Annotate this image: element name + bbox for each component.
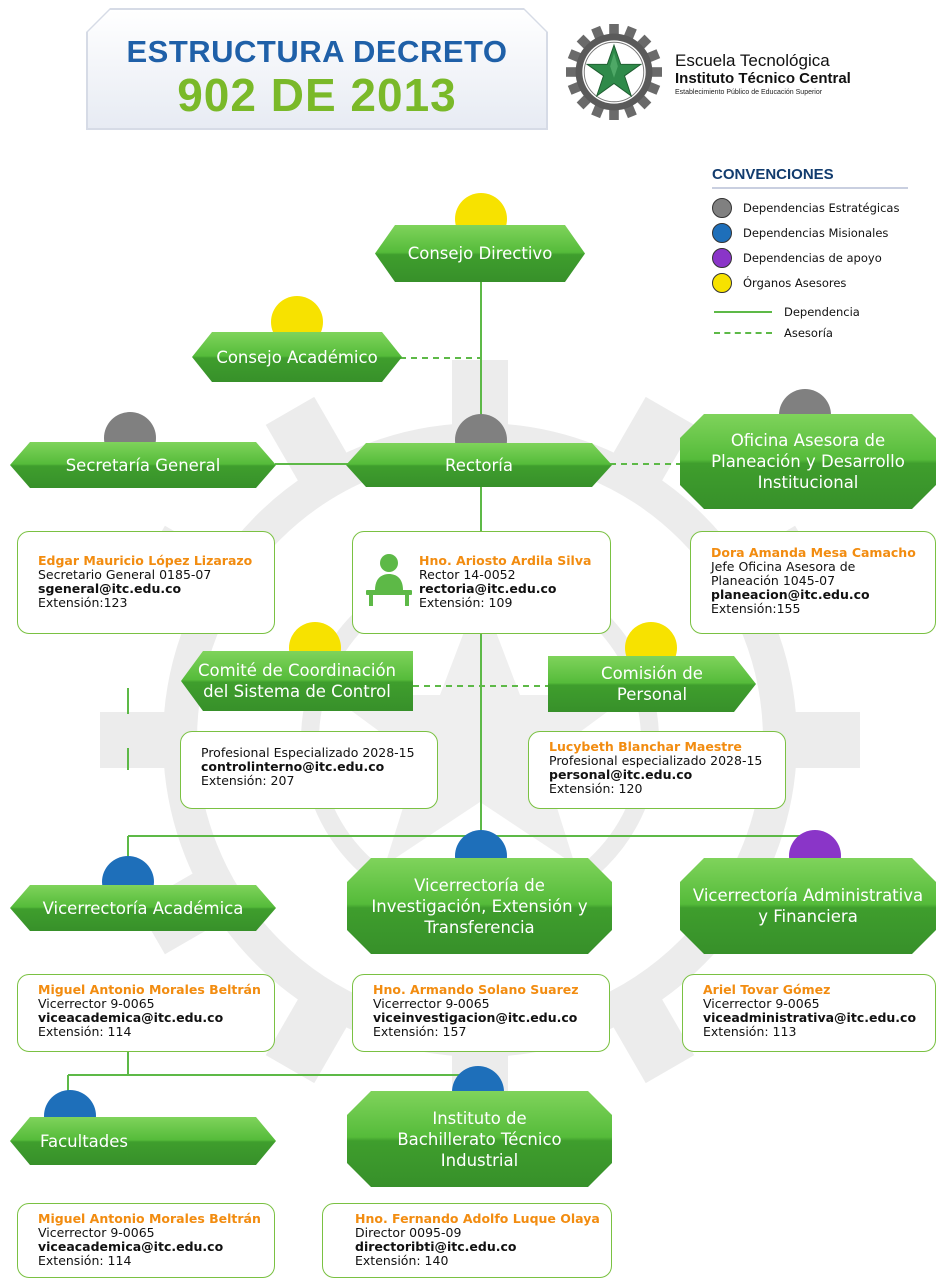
person-role: Vicerrector 9-0065 [373,996,490,1011]
person-role: Director 0095-09 [355,1225,462,1240]
legend: CONVENCIONES Dependencias Estratégicas D… [712,166,908,343]
gear-star-seal-icon [566,24,662,120]
email-link[interactable]: planeacion@itc.edu.co [711,587,870,602]
node-secretaria-general[interactable]: Secretaría General [10,442,276,488]
email-link[interactable]: directoribti@itc.edu.co [355,1239,517,1254]
info-box-control: Profesional Especializado 2028-15 contro… [180,731,438,809]
info-box-vice-administrativa: Ariel Tovar Gómez Vicerrector 9-0065 vic… [682,974,936,1052]
legend-title: CONVENCIONES [712,166,908,189]
person-role: Profesional especializado 2028-15 [549,753,763,768]
node-vice-academica[interactable]: Vicerrectoría Académica [10,885,276,931]
title-line-1: ESTRUCTURA DECRETO [126,34,508,69]
blue-circle-icon [712,222,732,243]
person-name: Ariel Tovar Gómez [703,982,831,997]
institution-name-block: Escuela Tecnológica Instituto Técnico Ce… [675,52,851,98]
title-banner: ESTRUCTURA DECRETO 902 DE 2013 [88,10,546,128]
legend-line-asesoria: Asesoría [714,322,908,343]
info-box-vice-investigacion: Hno. Armando Solano Suarez Vicerrector 9… [352,974,610,1052]
institution-name: Escuela Tecnológica [675,51,830,70]
person-name: Hno. Fernando Adolfo Luque Olaya [355,1211,600,1226]
info-box-facultades: Miguel Antonio Morales Beltrán Vicerrect… [17,1203,275,1278]
legend-item-asesores: Órganos Asesores [712,270,908,295]
extension: Extensión: 109 [419,595,513,610]
person-name: Hno. Armando Solano Suarez [373,982,579,997]
dashed-line-icon [714,331,772,334]
institution-tagline: Establecimiento Público de Educación Sup… [675,89,823,96]
person-role: Vicerrector 9-0065 [38,996,155,1011]
info-box-planeacion: Dora Amanda Mesa Camacho Jefe Oficina As… [690,531,936,634]
legend-item-misionales: Dependencias Misionales [712,220,908,245]
email-link[interactable]: personal@itc.edu.co [549,767,693,782]
email-link[interactable]: viceinvestigacion@itc.edu.co [373,1010,578,1025]
legend-line-dependencia: Dependencia [714,301,908,322]
person-role: Jefe Oficina Asesora de [711,559,856,574]
email-link[interactable]: viceacademica@itc.edu.co [38,1239,224,1254]
extension: Extensión: 157 [373,1024,467,1039]
email-link[interactable]: controlinterno@itc.edu.co [201,759,385,774]
person-name: Dora Amanda Mesa Camacho [711,545,916,560]
person-name: Lucybeth Blanchar Maestre [549,739,742,754]
legend-item-apoyo: Dependencias de apoyo [712,245,908,270]
person-role: Profesional Especializado 2028-15 [201,745,415,760]
person-role: Vicerrector 9-0065 [38,1225,155,1240]
purple-circle-icon [712,247,732,268]
gray-circle-icon [712,197,732,218]
node-rectoria[interactable]: Rectoría [346,443,612,487]
extension: Extensión: 120 [549,781,643,796]
extension: Extensión: 114 [38,1024,132,1039]
extension: Extensión: 114 [38,1253,132,1268]
info-box-secretaria: Edgar Mauricio López Lizarazo Secretario… [17,531,275,634]
person-role: Rector 14-0052 [419,567,516,582]
person-name: Miguel Antonio Morales Beltrán [38,1211,261,1226]
extension: Extensión: 207 [201,773,295,788]
extension: Extensión: 140 [355,1253,449,1268]
person-name: Hno. Ariosto Ardila Silva [419,553,592,568]
node-consejo-academico[interactable]: Consejo Académico [192,332,402,382]
info-box-rectoria: Hno. Ariosto Ardila Silva Rector 14-0052… [352,531,611,634]
person-at-desk-icon [366,554,412,606]
node-consejo-directivo[interactable]: Consejo Directivo [375,225,585,282]
info-box-personal: Lucybeth Blanchar Maestre Profesional es… [528,731,786,809]
email-link[interactable]: sgeneral@itc.edu.co [38,581,182,596]
extension: Extensión:123 [38,595,128,610]
institution-subname: Instituto Técnico Central [675,70,851,87]
title-line-2: 902 DE 2013 [177,69,457,121]
node-facultades[interactable]: Facultades [10,1117,276,1165]
solid-line-icon [714,310,772,313]
info-box-vice-academica: Miguel Antonio Morales Beltrán Vicerrect… [17,974,275,1052]
email-link[interactable]: rectoria@itc.edu.co [419,581,557,596]
email-link[interactable]: viceacademica@itc.edu.co [38,1010,224,1025]
person-name: Miguel Antonio Morales Beltrán [38,982,261,997]
email-link[interactable]: viceadministrativa@itc.edu.co [703,1010,917,1025]
person-role: Secretario General 0185-07 [38,567,212,582]
person-name: Edgar Mauricio López Lizarazo [38,553,253,568]
extension: Extensión: 113 [703,1024,797,1039]
person-role: Vicerrector 9-0065 [703,996,820,1011]
yellow-circle-icon [712,272,732,293]
extension: Extensión:155 [711,601,801,616]
person-role: Planeación 1045-07 [711,573,836,588]
info-box-ibti: Hno. Fernando Adolfo Luque Olaya Directo… [322,1203,612,1278]
legend-item-estrategicas: Dependencias Estratégicas [712,195,908,220]
